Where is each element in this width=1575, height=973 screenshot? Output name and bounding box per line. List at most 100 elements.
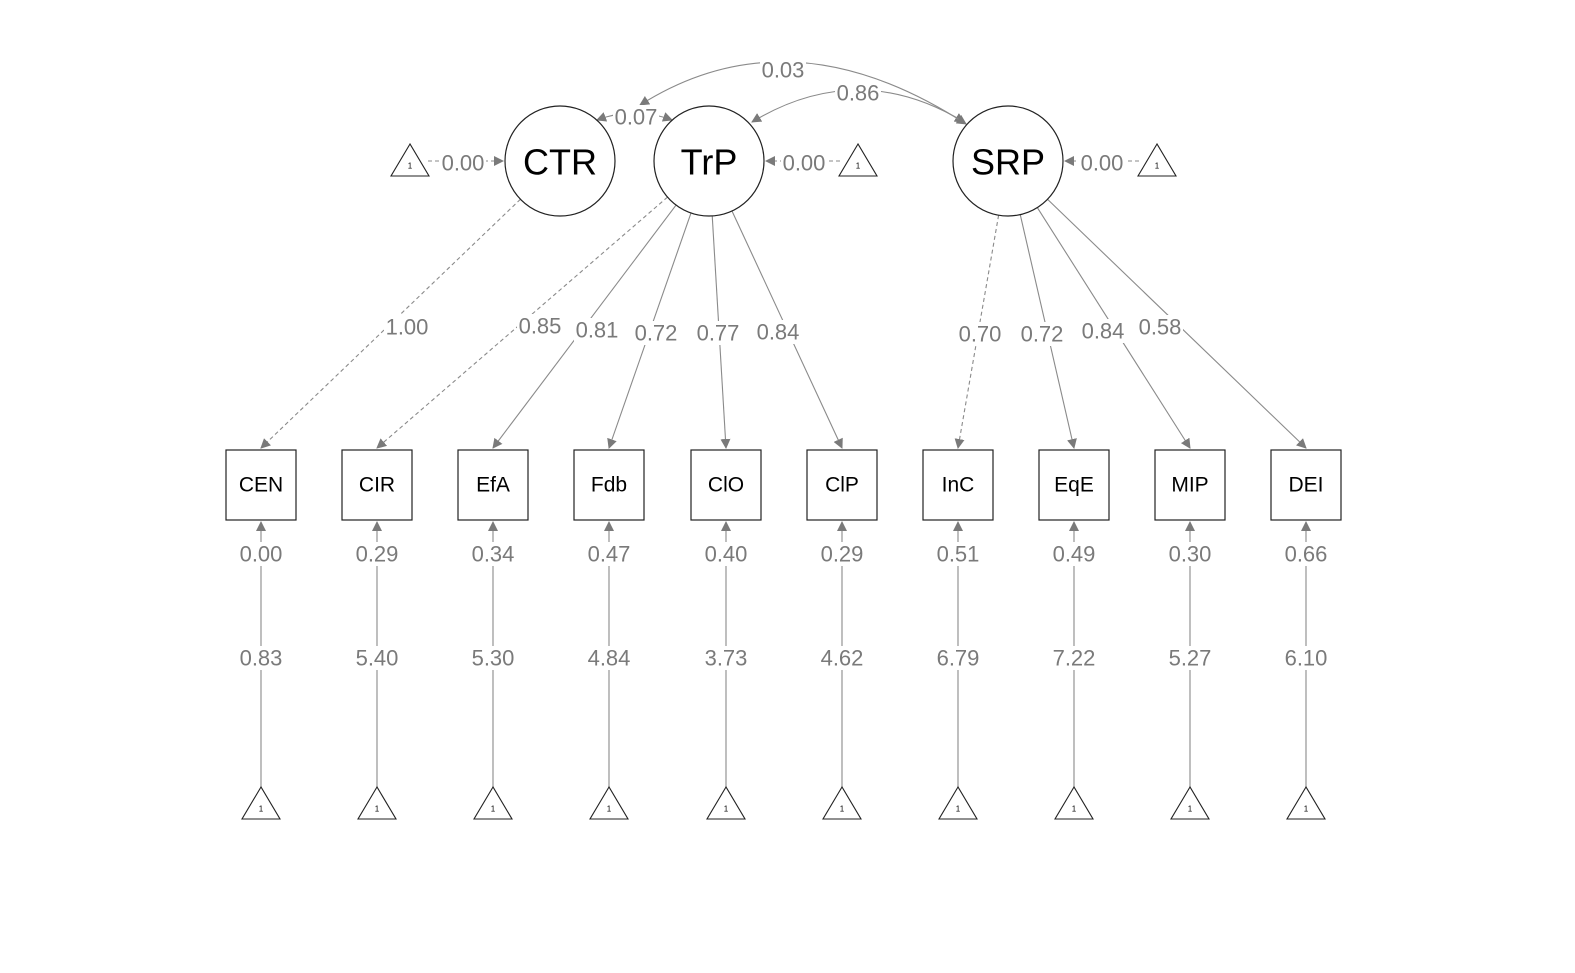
indicator-node-inc [922,449,994,521]
indicator-label-eqe: EqE [1054,474,1094,497]
loading-label-cen-bg [384,315,430,339]
residual-label-cir: 0.29 [356,542,399,567]
residual-label-clo: 0.40 [705,542,748,567]
intercept-label-dei: 6.10 [1285,646,1328,671]
constant-triangle-clo-label: 1 [724,805,729,814]
loading-label-eqe: 0.72 [1021,322,1064,347]
loading-label-fdb-bg [633,321,679,345]
latent-label-srp: SRP [971,142,1045,183]
loading-label-fdb: 0.72 [635,321,678,346]
covariance-label-trp-srp-bg [835,81,881,105]
indicator-label-efa: EfA [476,474,510,497]
indicator-label-clo: ClO [708,474,744,497]
loading-label-dei: 0.58 [1139,315,1182,340]
residual-label-efa: 0.34 [472,542,515,567]
intercept-label-efa-bg [470,646,516,670]
covariance-label-ctr-srp: 0.03 [762,58,805,83]
intercept-label-cir-bg [354,646,400,670]
residual-label-eqe-bg [1051,542,1097,566]
latent-node-srp [952,105,1064,217]
constant-triangle-clo [706,785,746,820]
intercept-label-eqe: 7.22 [1053,646,1096,671]
loading-label-mip-bg [1080,319,1126,343]
residual-label-cen: 0.00 [240,542,283,567]
residual-label-clo-bg [703,542,749,566]
indicator-node-clp [806,449,878,521]
indicator-node-eqe [1038,449,1110,521]
loading-label-eqe-bg [1019,322,1065,346]
constant-triangle-efa-label: 1 [491,805,496,814]
residual-label-clp: 0.29 [821,542,864,567]
indicator-node-cir [341,449,413,521]
constant-triangle-efa [473,785,513,820]
loading-label-clo: 0.77 [697,321,740,346]
constant-triangle-srp [1137,142,1177,177]
latent-intercept-label-trp: 0.00 [783,151,826,176]
intercept-label-mip: 5.27 [1169,646,1212,671]
residual-label-mip-bg [1167,542,1213,566]
latent-node-trp [653,105,765,217]
constant-triangle-srp-label: 1 [1155,162,1160,171]
indicator-label-inc: InC [942,474,975,497]
intercept-label-cen: 0.83 [240,646,283,671]
loading-path-cen [260,198,521,449]
intercept-label-inc-bg [935,646,981,670]
intercept-label-dei-bg [1283,646,1329,670]
intercept-label-fdb-bg [586,646,632,670]
constant-triangle-cen-label: 1 [259,805,264,814]
constant-triangle-mip-label: 1 [1188,805,1193,814]
latent-intercept-label-srp-bg [1079,151,1125,175]
constant-triangle-inc-label: 1 [956,805,961,814]
indicator-node-dei [1270,449,1342,521]
indicator-label-fdb: Fdb [591,474,627,497]
intercept-label-clo-bg [703,646,749,670]
residual-label-eqe: 0.49 [1053,542,1096,567]
loading-label-dei-bg [1137,315,1183,339]
indicator-node-cen [225,449,297,521]
constant-triangle-dei-label: 1 [1304,805,1309,814]
residual-label-cir-bg [354,542,400,566]
loading-label-cen: 1.00 [386,315,429,340]
residual-label-mip: 0.30 [1169,542,1212,567]
indicator-node-mip [1154,449,1226,521]
indicator-label-dei: DEI [1288,474,1323,497]
residual-label-inc: 0.51 [937,542,980,567]
loading-label-inc-bg [957,322,1003,346]
latent-intercept-label-trp-bg [781,151,827,175]
constant-triangle-inc [938,785,978,820]
intercept-label-clp-bg [819,646,865,670]
intercept-label-inc: 6.79 [937,646,980,671]
constant-triangle-trp-label: 1 [856,162,861,171]
covariance-label-ctr-trp: 0.07 [615,105,658,130]
intercept-label-cen-bg [238,646,284,670]
intercept-label-efa: 5.30 [472,646,515,671]
intercept-label-clp: 4.62 [821,646,864,671]
residual-label-fdb-bg [586,542,632,566]
residual-label-dei: 0.66 [1285,542,1328,567]
constant-triangle-fdb [589,785,629,820]
residual-label-dei-bg [1283,542,1329,566]
constant-triangle-ctr [390,142,430,177]
indicator-node-fdb [573,449,645,521]
constant-triangle-cir [357,785,397,820]
residual-label-inc-bg [935,542,981,566]
residual-label-clp-bg [819,542,865,566]
loading-path-inc [954,215,1000,449]
constant-triangle-clp [822,785,862,820]
intercept-label-mip-bg [1167,646,1213,670]
loading-label-cir: 0.85 [519,314,562,339]
constant-triangle-cen [241,785,281,820]
loading-label-efa-bg [574,318,620,342]
latent-intercept-label-ctr: 0.00 [442,151,485,176]
indicator-label-clp: ClP [825,474,859,497]
loading-label-clo-bg [695,321,741,345]
indicator-label-cen: CEN [239,474,283,497]
loading-label-efa: 0.81 [576,318,619,343]
latent-intercept-label-ctr-bg [440,151,486,175]
indicator-node-efa [457,449,529,521]
loading-label-mip: 0.84 [1082,319,1125,344]
latent-label-trp: TrP [681,142,738,183]
indicator-label-mip: MIP [1171,474,1208,497]
loading-label-clp-bg [755,320,801,344]
